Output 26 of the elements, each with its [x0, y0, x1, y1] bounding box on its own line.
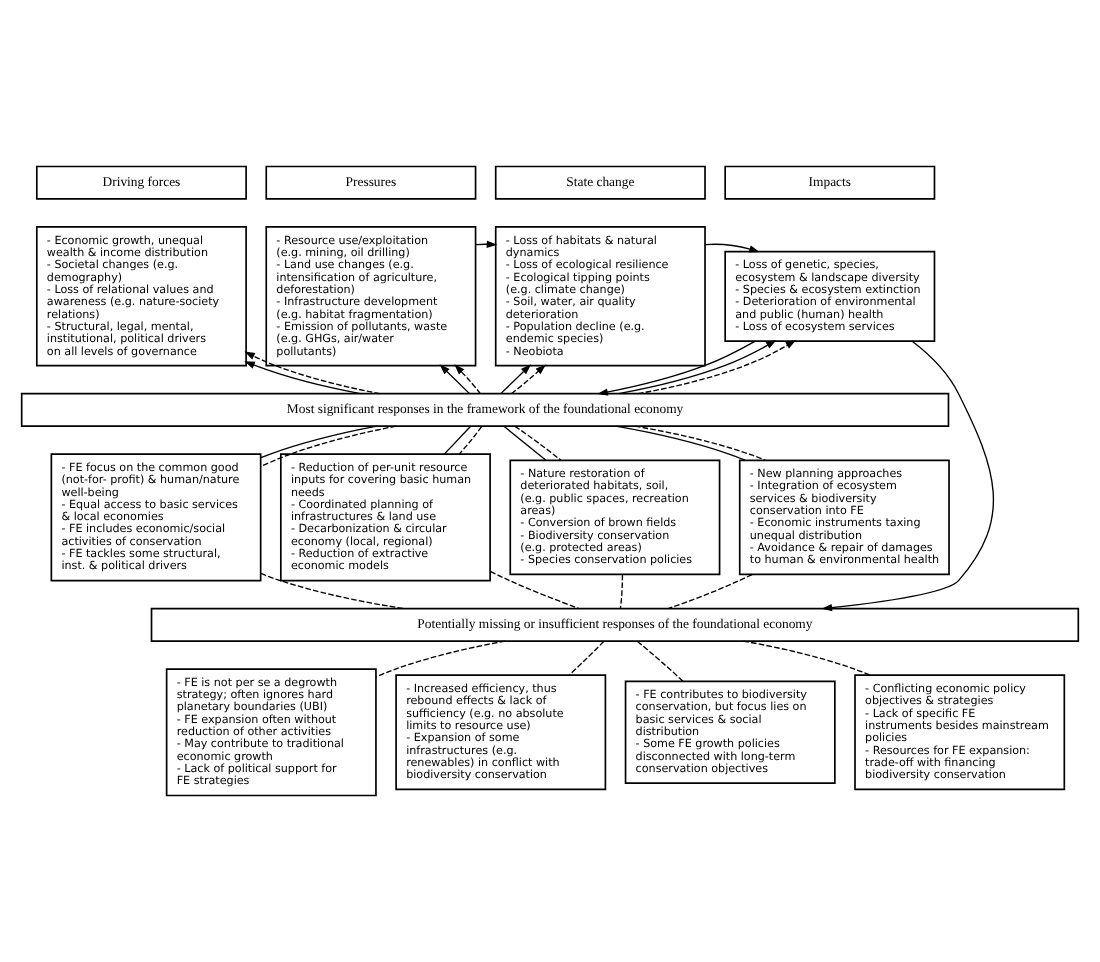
connector	[489, 570, 580, 610]
arrow	[454, 364, 481, 395]
connector	[614, 425, 746, 461]
arrow	[244, 351, 381, 395]
connector	[742, 640, 871, 676]
connector	[458, 425, 483, 455]
arrow	[500, 364, 532, 395]
arrow	[439, 364, 471, 395]
connector	[375, 640, 506, 678]
arrow	[597, 340, 756, 396]
arrow	[821, 340, 994, 612]
arrow	[510, 364, 546, 395]
connector	[636, 640, 684, 682]
connector	[568, 640, 605, 676]
arrow	[637, 340, 797, 395]
arrow	[244, 361, 362, 395]
connector	[634, 425, 766, 461]
connector	[667, 573, 753, 610]
connector	[260, 425, 397, 468]
connector	[443, 425, 472, 455]
arrow	[618, 340, 777, 395]
connector	[619, 573, 624, 610]
connector	[260, 425, 378, 459]
connector	[514, 425, 562, 461]
arrow	[704, 243, 760, 253]
connector	[503, 425, 547, 461]
